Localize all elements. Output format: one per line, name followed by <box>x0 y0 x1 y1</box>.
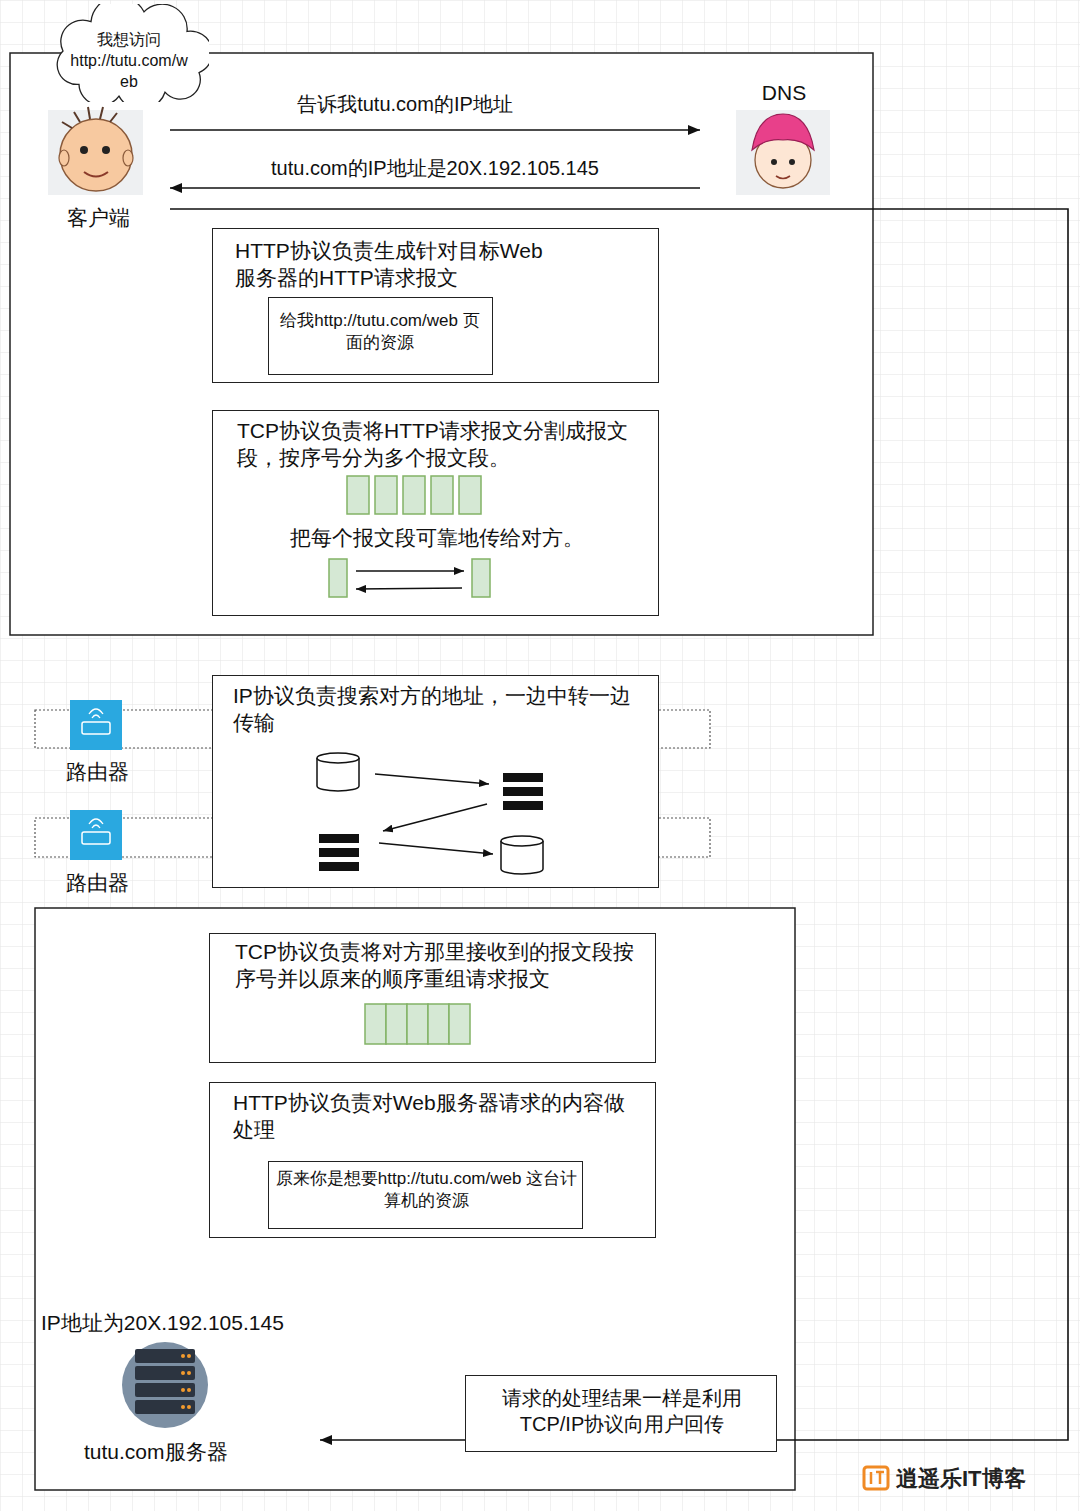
router-node: 路由器 <box>50 695 145 791</box>
segment-block <box>375 476 397 514</box>
node-text: 给我http://tutu.com/web 页面的资源 <box>275 310 485 354</box>
transfer-arrow <box>379 843 493 854</box>
connector-arrow <box>170 187 700 189</box>
node-subtext: 把每个报文段可靠地传给对方。 <box>233 524 640 551</box>
node-text: TCP协议负责将HTTP请求报文分割成报文段，按序号分为多个报文段。 <box>237 417 637 472</box>
router-symbol <box>503 773 543 810</box>
node-text: 请求的处理结果一样是利用TCP/IP协议向用户回传 <box>474 1385 770 1437</box>
edge-label: 告诉我tutu.com的IP地址 <box>297 92 513 116</box>
node-text: HTTP协议负责生成针对目标Web服务器的HTTP请求报文 <box>235 237 545 292</box>
node-text: HTTP协议负责对Web服务器请求的内容做处理 <box>233 1089 633 1144</box>
transfer-arrow <box>383 804 487 831</box>
segment-block <box>329 559 347 597</box>
dns-node: DNS <box>700 78 840 198</box>
connector-arrow <box>170 209 1068 1440</box>
message-box: 原来你是想要http://tutu.com/web 这台计算机的资源 <box>268 1161 583 1229</box>
segment-block <box>472 559 490 597</box>
node-text: 我想访问http://tutu.com/web <box>69 30 189 92</box>
segment-block <box>431 476 453 514</box>
process-box: TCP协议负责将HTTP请求报文分割成报文段，按序号分为多个报文段。把每个报文段… <box>212 410 659 616</box>
watermark-logo <box>864 1467 888 1489</box>
node-text: IP地址为20X.192.105.145 <box>41 1309 319 1336</box>
process-box: TCP协议负责将对方那里接收到的报文段按序号并以原来的顺序重组请求报文 <box>209 933 656 1063</box>
client-avatar <box>48 107 143 195</box>
dns-avatar <box>736 110 830 195</box>
router-icon <box>70 810 122 860</box>
transfer-arrow <box>356 588 462 589</box>
segment-block <box>459 476 481 514</box>
note-box: 请求的处理结果一样是利用TCP/IP协议向用户回传 <box>465 1375 777 1452</box>
node-text: IP协议负责搜索对方的地址，一边中转一边传输 <box>233 682 638 737</box>
node-text: TCP协议负责将对方那里接收到的报文段按序号并以原来的顺序重组请求报文 <box>235 938 645 993</box>
process-box: 原来你是想要http://tutu.com/web 这台计算机的资源 HTTP协议… <box>209 1082 656 1238</box>
segment-block <box>403 476 425 514</box>
node-text: 路由器 <box>51 758 143 785</box>
connector-arrow <box>170 129 700 131</box>
node-text: 路由器 <box>51 869 143 896</box>
server-icon <box>122 1342 208 1428</box>
segment-block <box>365 1004 386 1044</box>
process-box: IP协议负责搜索对方的地址，一边中转一边传输 <box>212 675 659 888</box>
client-node: 客户端 <box>40 105 170 237</box>
transfer-arrow <box>375 774 489 784</box>
segment-block <box>428 1004 449 1044</box>
illustration <box>213 676 660 889</box>
transfer-arrow <box>356 570 464 572</box>
server-node: IP地址为20X.192.105.145 tutu.com服务器 <box>38 1305 320 1471</box>
message-box: 给我http://tutu.com/web 页面的资源 <box>268 297 493 375</box>
node-text: 原来你是想要http://tutu.com/web 这台计算机的资源 <box>275 1168 578 1212</box>
router-symbol <box>319 834 359 871</box>
thought-cloud: 我想访问http://tutu.com/web <box>48 3 208 101</box>
watermark: 逍遥乐IT博客 <box>896 1464 1026 1494</box>
database-symbol <box>317 753 359 791</box>
client-region <box>10 53 873 635</box>
node-text: DNS <box>724 79 844 106</box>
router-icon <box>70 700 122 750</box>
segment-block <box>347 476 369 514</box>
cloud-outline <box>57 4 209 102</box>
node-text: 客户端 <box>41 204 156 231</box>
node-subtext: tutu.com服务器 <box>84 1438 294 1465</box>
edge-label: tutu.com的IP地址是20X.192.105.145 <box>271 156 599 180</box>
segment-block <box>386 1004 407 1044</box>
segment-block <box>449 1004 470 1044</box>
segment-block <box>407 1004 428 1044</box>
process-box: 给我http://tutu.com/web 页面的资源 HTTP协议负责生成针对目… <box>212 228 659 383</box>
router-node: 路由器 <box>50 806 145 902</box>
database-symbol <box>501 836 543 874</box>
server-region <box>35 908 795 1490</box>
